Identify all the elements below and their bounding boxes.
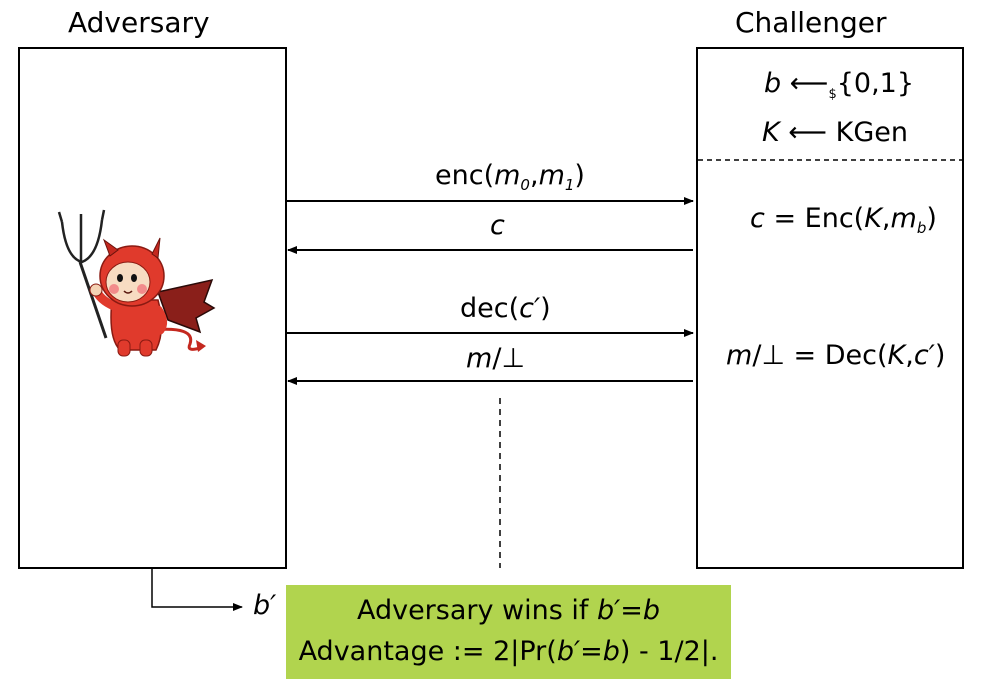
output-arrow: [151, 569, 243, 611]
bit-set: {0,1}: [836, 68, 915, 99]
op-enc-m-sub: b: [916, 219, 927, 237]
adversary-label: Adversary: [68, 6, 210, 39]
sample-arrow: ⟵: [789, 68, 829, 99]
dec-close: ): [540, 293, 551, 324]
op-enc-close: ): [926, 203, 937, 234]
m0-sub: 0: [520, 176, 530, 194]
setup-arrow: ⟵: [788, 117, 828, 148]
challenger-dec-op: m/⊥ = Dec(K,c′): [726, 340, 945, 371]
challenger-bit-sample: b ⟵${0,1}: [764, 68, 914, 102]
adversary-box: [18, 47, 287, 569]
challenger-enc-op: c = Enc(K,mb): [750, 203, 937, 237]
op-dec-bot: ⊥: [761, 340, 785, 371]
random-subscript: $: [828, 87, 837, 102]
result-box: Adversary wins if b′=b Advantage := 2|Pr…: [286, 585, 731, 679]
m0: m: [494, 160, 521, 191]
op-enc-eq: = Enc(: [764, 203, 865, 234]
dec-arg: c′: [519, 293, 541, 324]
op-dec-eq: = Dec(: [784, 340, 888, 371]
adv-text-c: ) - 1/2|.: [619, 636, 719, 667]
op-dec-m: m: [726, 340, 753, 371]
enc-fn: enc(: [435, 160, 495, 191]
win-condition: Adversary wins if b′=b: [286, 595, 731, 626]
enc-sep: ,: [529, 160, 539, 191]
kgen-text: KGen: [835, 117, 908, 148]
challenger-label: Challenger: [735, 6, 887, 39]
op-dec-slash: /: [752, 340, 762, 371]
dec-reply-label: m/⊥: [466, 343, 525, 374]
op-dec-c: c′: [913, 340, 935, 371]
adversary-output: b′: [253, 590, 277, 621]
dec-query-label: dec(c′): [460, 293, 551, 324]
win-eq: b′=b: [597, 595, 661, 626]
enc-reply-label: c: [490, 210, 505, 241]
op-dec-sep: ,: [905, 340, 914, 371]
m1: m: [538, 160, 565, 191]
enc-close: ): [574, 160, 585, 191]
adv-text-a: Advantage := 2|Pr(: [298, 636, 557, 667]
enc-query-label: enc(m0,m1): [435, 160, 585, 194]
adv-eq: b′=b: [556, 636, 620, 667]
op-dec-k: K: [887, 340, 906, 371]
m1-sub: 1: [564, 176, 575, 194]
win-text: Adversary wins if: [356, 595, 597, 626]
key-var: K: [762, 117, 780, 148]
op-dec-close: ): [934, 340, 946, 371]
op-enc-k: K: [864, 203, 882, 234]
op-c: c: [750, 203, 765, 234]
challenger-keygen: K ⟵ KGen: [762, 117, 908, 148]
op-enc-sep: ,: [881, 203, 891, 234]
advantage-definition: Advantage := 2|Pr(b′=b) - 1/2|.: [286, 636, 731, 667]
op-enc-m: m: [890, 203, 917, 234]
reply-slash: /: [492, 343, 502, 374]
reply-m: m: [466, 343, 493, 374]
bit-var: b: [764, 68, 782, 99]
reply-bot: ⊥: [501, 343, 525, 374]
dec-fn: dec(: [460, 293, 520, 324]
challenger-box: [696, 47, 964, 569]
